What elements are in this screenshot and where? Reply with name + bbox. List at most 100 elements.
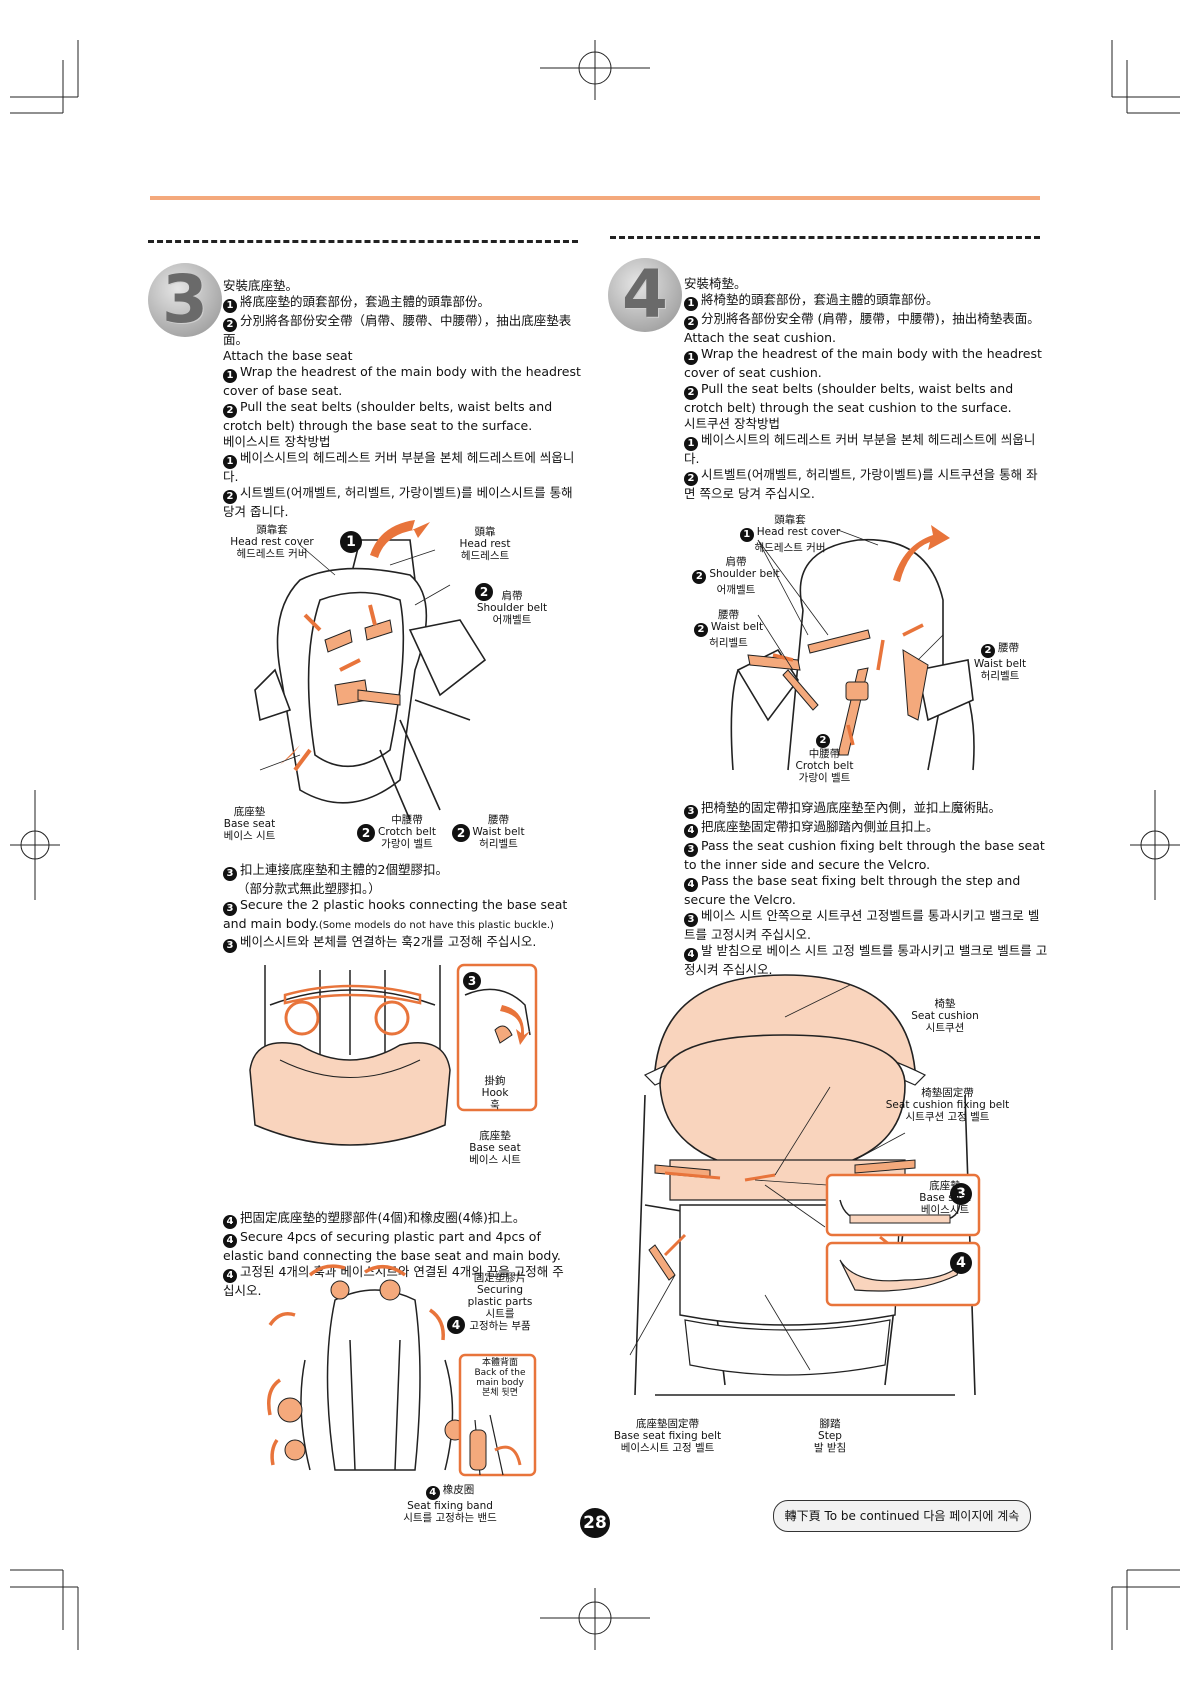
step-4-zh3: 把椅墊的固定帶扣穿過底座墊至內側，並扣上魔術貼。	[701, 800, 1002, 815]
badge-3: 3	[684, 805, 698, 819]
badge-2: 2	[684, 472, 698, 486]
label-securing-parts: 固定塑膠片 Securing plastic parts 시트를 고정하는 부품	[467, 1272, 533, 1332]
step-3-fig1-badge-2c: 2	[452, 824, 470, 842]
step-3-en2: Pull the seat belts (shoulder belts, wai…	[223, 399, 553, 433]
step-3-figure-1	[254, 520, 487, 821]
step-3-title-zh: 安裝底座墊。	[223, 278, 299, 293]
badge-1: 1	[684, 297, 698, 311]
badge-2: 2	[223, 490, 237, 504]
step-4-ko4: 발 받침으로 베이스 시트 고정 벨트를 통과시키고 밸크로 벨트를 고정시켜 …	[684, 943, 1048, 977]
step-3-title-ko: 베이스시트 장착방법	[223, 434, 331, 449]
label-waist-belt: 腰帶 Waist belt 허리벨트	[472, 814, 525, 850]
step-4-title-ko: 시트쿠션 장착방법	[684, 416, 780, 431]
label-step: 腳踏 Step 발 받침	[813, 1418, 847, 1454]
step-3-ko3: 베이스시트와 본체를 연결하는 훅2개를 고정해 주십시오.	[240, 934, 537, 949]
dash-rule-right	[610, 236, 1040, 239]
step-3-fig3-badge-4: 4	[447, 1316, 465, 1334]
step-4-en3: Pass the seat cushion fixing belt throug…	[684, 838, 1045, 872]
step-3-number: 3	[148, 263, 222, 337]
badge-2: 2	[981, 644, 995, 658]
step-3-figure-3	[267, 1264, 537, 1477]
step-3-title-en: Attach the base seat	[223, 348, 353, 363]
badge-3: 3	[684, 843, 698, 857]
page-number: 28	[580, 1508, 610, 1538]
step-3-ko2: 시트벨트(어깨벨트, 허리벨트, 가랑이벨트)를 베이스시트를 통해 당겨 줍니…	[223, 485, 573, 519]
dash-rule-left	[148, 240, 578, 243]
step-3-zh3b: （部分款式無此塑膠扣。）	[237, 881, 381, 896]
step-4-zh4: 把底座墊固定帶扣穿過腳踏內側並且扣上。	[701, 819, 939, 834]
step-4-title-zh: 安裝椅墊。	[684, 276, 747, 291]
step-3-fig1-badge-2a: 2	[475, 583, 493, 601]
badge-2: 2	[816, 734, 830, 748]
step-3-en3: Secure the 2 plastic hooks connecting th…	[223, 897, 568, 931]
badge-4: 4	[223, 1234, 237, 1248]
label-seat-cushion-fixing-belt: 椅墊固定帶 Seat cushion fixing belt 시트쿠션 고정 벨…	[885, 1087, 1010, 1123]
badge-1: 1	[223, 455, 237, 469]
step-4-zh1: 將椅墊的頭套部份，套過主體的頭靠部份。	[701, 292, 939, 307]
label-head-rest-cover: 頭靠套 Head rest cover 헤드레스트 커버	[230, 524, 314, 560]
step-4-ko3: 베이스 시트 안쪽으로 시트쿠션 고정벨트를 통과시키고 밸크로 벨트를 고정시…	[684, 908, 1040, 942]
step-4-figure-2	[629, 974, 981, 1396]
badge-1: 1	[223, 369, 237, 383]
step-3-zh4: 把固定底座墊的塑膠部件(4個)和橡皮圈(4條)扣上。	[240, 1210, 526, 1225]
label-hook: 掛鉤 Hook 훅	[481, 1075, 509, 1111]
step-4-number: 4	[608, 258, 682, 332]
badge-4: 4	[684, 948, 698, 962]
step-4-fig2-badge-4: 4	[950, 1252, 972, 1274]
badge-2: 2	[223, 318, 237, 332]
step-3-zh3a: 扣上連接底座墊和主體的2個塑膠扣。	[240, 862, 448, 877]
step-3-ko1: 베이스시트의 헤드레스트 커버 부분을 본체 헤드레스트에 씌웁니다.	[223, 450, 575, 484]
badge-4: 4	[223, 1269, 237, 1283]
badge-4: 4	[425, 1486, 440, 1500]
label-crotch-belt: 中腰帶 Crotch belt 가랑이 벨트	[378, 814, 436, 850]
badge-1: 1	[684, 351, 698, 365]
step-4-title-en: Attach the seat cushion.	[684, 330, 837, 345]
label-base-seat-4: 底座墊 Base seat 베이스시트	[919, 1180, 971, 1216]
badge-4: 4	[684, 824, 698, 838]
badge-3: 3	[684, 913, 698, 927]
label-base-seat-2: 底座墊 Base seat 베이스 시트	[469, 1130, 521, 1166]
step-3-fig2-badge-3: 3	[463, 972, 481, 990]
step-4-zh2: 分別將各部份安全帶 (肩帶，腰帶，中腰帶)，抽出椅墊表面。	[701, 311, 1040, 326]
step-3-en3-note: (Some models do not have this plastic bu…	[318, 920, 554, 931]
step-4-en4: Pass the base seat fixing belt through t…	[684, 873, 1021, 907]
badge-1: 1	[223, 299, 237, 313]
badge-1: 1	[684, 437, 698, 451]
step-3-en4: Secure 4pcs of securing plastic part and…	[223, 1229, 561, 1263]
badge-2: 2	[692, 570, 707, 584]
badge-4: 4	[223, 1215, 237, 1229]
label-shoulder-belt: 肩帶 Shoulder belt 어깨벨트	[476, 590, 548, 626]
step-4-figure-1	[730, 525, 975, 771]
label-back-main-body: 本體背面 Back of the main body 본체 뒷면	[474, 1358, 526, 1398]
step-3-zh2: 分別將各部份安全帶（肩帶、腰帶、中腰帶），抽出底座墊表面。	[223, 313, 572, 347]
header-rule	[150, 196, 1040, 200]
badge-2: 2	[223, 404, 237, 418]
badge-3: 3	[223, 867, 237, 881]
continued-badge: 轉下頁 To be continued 다음 페이지에 계속	[773, 1500, 1031, 1532]
badge-4: 4	[684, 878, 698, 892]
badge-2: 2	[684, 386, 698, 400]
label-head-rest: 頭靠 Head rest 헤드레스트	[459, 526, 511, 562]
badge-2: 2	[684, 316, 698, 330]
label-crotch-belt-4: 2 中腰帶 Crotch belt 가랑이 벨트	[795, 734, 854, 784]
step-4-ko1: 베이스시트의 헤드레스트 커버 부분을 본체 헤드레스트에 씌웁니다.	[684, 432, 1036, 466]
badge-3: 3	[223, 939, 237, 953]
badge-3: 3	[223, 902, 237, 916]
step-4-ko2: 시트벨트(어깨벨트, 허리벨트, 가랑이벨트)를 시트쿠션을 통해 좌면 쪽으로…	[684, 467, 1038, 501]
step-3-fig1-badge-1: 1	[340, 531, 362, 553]
label-base-seat: 底座墊 Base seat 베이스 시트	[223, 806, 276, 842]
label-base-seat-fixing-belt: 底座墊固定帶 Base seat fixing belt 베이스시트 고정 벨트	[613, 1418, 722, 1454]
step-3-zh1: 將底座墊的頭套部份，套過主體的頭靠部份。	[240, 294, 491, 309]
badge-1: 1	[739, 528, 754, 542]
step-3-en1: Wrap the headrest of the main body with …	[223, 364, 581, 398]
label-seat-cushion: 椅墊 Seat cushion 시트쿠션	[911, 998, 979, 1034]
step-4-en1: Wrap the headrest of the main body with …	[684, 346, 1042, 380]
